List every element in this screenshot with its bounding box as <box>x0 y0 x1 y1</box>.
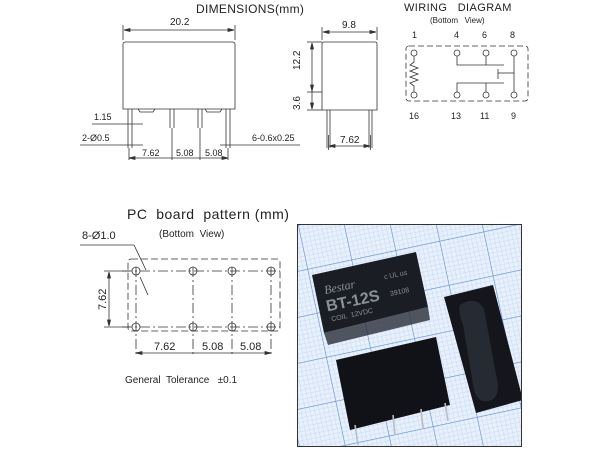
relay-bottom-view <box>444 285 521 413</box>
pitch-label-3: 5.08 <box>205 148 223 158</box>
wiring-schematic <box>405 45 529 102</box>
pcb-tolerance: General Tolerance ±0.1 <box>125 375 238 386</box>
graph-paper-background <box>298 225 521 446</box>
side-pin-length-label: 3.6 <box>292 96 303 110</box>
pin-thickness-label: 1.15 <box>94 112 112 122</box>
wiring-pin-6: 6 <box>482 30 488 40</box>
flat-pins-label: 6-0.6x0.25 <box>252 133 295 143</box>
pcb-row-spacing-label: 7.62 <box>97 288 109 310</box>
wiring-pin-1: 1 <box>412 30 418 40</box>
pitch-label-2: 5.08 <box>176 148 194 158</box>
product-photo: Bestar BT-12S COIL 12VDC c UL us 39108 <box>297 224 522 447</box>
side-view-drawing <box>307 27 378 150</box>
wiring-pin-4: 4 <box>454 30 460 40</box>
side-width-label: 9.8 <box>342 20 356 31</box>
front-view-drawing <box>80 25 300 161</box>
pcb-pattern-drawing <box>80 244 281 356</box>
pcb-hole-label: 8-Ø1.0 <box>82 230 116 242</box>
wiring-pin-9: 9 <box>511 111 517 121</box>
width-label: 20.2 <box>170 17 190 28</box>
wiring-pin-13: 13 <box>451 111 462 121</box>
pcb-title: PC board pattern (mm) <box>127 206 290 222</box>
wiring-pin-16: 16 <box>409 111 420 121</box>
round-pins-label: 2-Ø0.5 <box>82 133 110 143</box>
pitch-label-1: 7.62 <box>142 148 160 158</box>
wiring-subtitle: (Bottom View) <box>430 16 485 25</box>
side-height-label: 12.2 <box>292 50 303 70</box>
dimensions-title: DIMENSIONS(mm) <box>196 2 305 16</box>
relay-top-view <box>312 252 430 345</box>
pcb-subtitle: (Bottom View) <box>159 229 225 240</box>
relay-front-view <box>336 337 450 446</box>
side-pitch-label: 7.62 <box>340 135 360 146</box>
pcb-pitch-label-1: 7.62 <box>154 341 176 353</box>
pcb-pitch-label-3: 5.08 <box>240 341 262 353</box>
pcb-pitch-label-2: 5.08 <box>202 341 224 353</box>
wiring-pin-8: 8 <box>510 30 516 40</box>
wiring-title: WIRING DIAGRAM <box>404 2 512 14</box>
wiring-pin-11: 11 <box>480 111 490 121</box>
